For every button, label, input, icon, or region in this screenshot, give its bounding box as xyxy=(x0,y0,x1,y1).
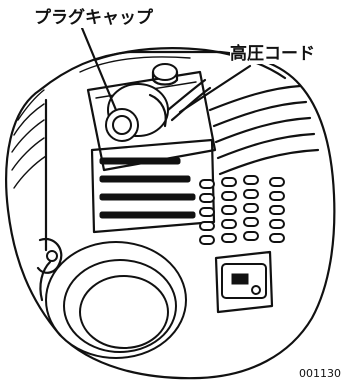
switch-box xyxy=(214,250,274,314)
high-voltage-cord-label: 高圧コード xyxy=(230,44,315,64)
right-cooling-fins xyxy=(208,84,320,176)
spark-plug-cap xyxy=(105,83,169,142)
leader-lines xyxy=(80,26,252,114)
spark-plug-cap-label: プラグキャップ xyxy=(34,8,153,28)
left-cooling-fins xyxy=(11,89,48,252)
front-vent-grille xyxy=(90,138,216,234)
recoil-starter xyxy=(39,241,187,359)
side-slot-vents xyxy=(199,175,285,245)
lower-left-detail xyxy=(36,237,63,274)
figure-id: 001130 xyxy=(299,367,341,380)
